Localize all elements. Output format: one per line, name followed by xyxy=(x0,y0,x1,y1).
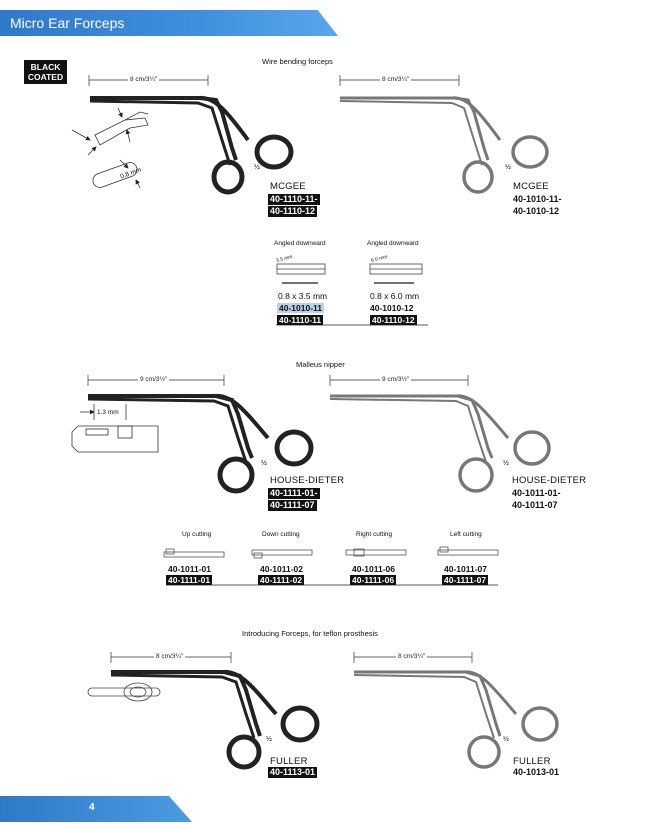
product-code-s3-right: 40-1013-01 xyxy=(513,767,560,777)
black-coated-badge: BLACK COATED xyxy=(24,60,67,84)
badge-line-2: COATED xyxy=(27,72,64,82)
tip-code-up-b: 40-1111-01 xyxy=(166,575,213,585)
measure-label-s1-right: 8 cm/3¼" xyxy=(380,76,412,83)
product-code-s1-right-1: 40-1010-11- xyxy=(513,194,562,204)
model-name-s1-right: MCGEE xyxy=(513,181,549,192)
measure-label-s1-left: 8 cm/3¼" xyxy=(128,76,160,83)
section-title-wire-bending: Wire bending forceps xyxy=(262,57,333,66)
half-mark-s1-left: ½ xyxy=(254,164,260,171)
product-code-s3-left: 40-1113-01 xyxy=(268,767,318,778)
tip-code-down-a: 40-1011-02 xyxy=(260,564,304,574)
tip-detail-nipper xyxy=(71,404,159,453)
house-dieter-forceps-silver xyxy=(329,394,551,493)
product-code-s2-right-1: 40-1011-01- xyxy=(512,488,561,498)
tip-code-right-a: 40-1011-06 xyxy=(352,564,396,574)
tip-caption-1: Angled downward xyxy=(274,240,326,247)
tip-code-left-a: 40-1011-07 xyxy=(444,564,488,574)
model-name-s2-left: HOUSE-DIETER xyxy=(270,475,345,486)
tip-caption-2: Angled downward xyxy=(367,240,419,247)
tip-detail-prosthesis xyxy=(87,682,161,702)
tip-code-left-b: 40-1111-07 xyxy=(442,575,489,585)
page-title: Micro Ear Forceps xyxy=(10,15,125,31)
half-mark-s2-left: ½ xyxy=(261,460,267,467)
model-name-s3-left: FULLER xyxy=(270,756,308,767)
model-name-s2-right: HOUSE-DIETER xyxy=(512,475,587,486)
half-mark-s3-right: ½ xyxy=(503,736,509,743)
tip-angled-35 xyxy=(276,263,326,284)
tip-size-2: 0.8 x 6.0 mm xyxy=(370,291,420,301)
mcgee-forceps-black xyxy=(89,95,294,195)
measure-label-s3-right: 8 cm/3¼" xyxy=(396,653,428,660)
tip-caption-right: Right cutting xyxy=(356,531,393,538)
badge-line-1: BLACK xyxy=(30,62,61,72)
product-code-s1-left-2: 40-1110-12 xyxy=(268,206,318,217)
tip-code-right-b: 40-1111-06 xyxy=(350,575,397,585)
section-title-malleus: Malleus nipper xyxy=(296,360,345,369)
measure-label-s3-left: 8 cm/3¼" xyxy=(154,653,186,660)
product-code-s2-left-2: 40-1111-07 xyxy=(268,500,317,511)
tip-right-cutting xyxy=(345,548,407,557)
tip-up-cutting xyxy=(163,548,225,558)
tip-left-cutting xyxy=(437,546,499,556)
mcgee-forceps-silver xyxy=(339,96,549,194)
tip-code-down-b: 40-1111-02 xyxy=(258,575,305,585)
tip-code-2a: 40-1010-12 xyxy=(370,303,414,313)
page-number: 4 xyxy=(89,802,95,813)
product-code-s2-right-2: 40-1011-07 xyxy=(512,500,558,510)
tip-code-1a: 40-1010-11 xyxy=(277,303,325,313)
tip-detail-wire xyxy=(71,107,149,189)
detail-dim-nipper: 1.3 mm xyxy=(97,409,119,416)
tip-code-1b: 40-1110-11 xyxy=(277,315,324,325)
half-mark-s1-right: ½ xyxy=(505,164,511,171)
measure-label-s2-right: 9 cm/3½" xyxy=(380,376,412,383)
product-code-s1-left-1: 40-1110-11- xyxy=(268,194,320,205)
fuller-forceps-black xyxy=(110,669,320,770)
tip-down-cutting xyxy=(251,549,313,559)
header-banner xyxy=(0,10,338,36)
tip-size-1: 0.8 x 3.5 mm xyxy=(278,291,328,301)
model-name-s3-right: FULLER xyxy=(513,756,551,767)
tip-caption-left: Left cutting xyxy=(450,531,482,538)
tip-caption-up: Up cutting xyxy=(182,531,212,538)
tip-code-up-a: 40-1011-01 xyxy=(168,564,212,574)
half-mark-s2-right: ½ xyxy=(503,460,509,467)
product-code-s2-left-1: 40-1111-01- xyxy=(268,488,320,499)
section-title-introducing: Introducing Forceps, for teflon prosthes… xyxy=(242,629,378,638)
measure-label-s2-left: 9 cm/3½" xyxy=(138,376,170,383)
tip-angled-60 xyxy=(369,263,423,284)
tip-caption-down: Down cutting xyxy=(262,531,300,538)
footer-bar xyxy=(0,796,192,822)
house-dieter-forceps-black xyxy=(87,393,314,494)
model-name-s1-left: MCGEE xyxy=(270,181,306,192)
fuller-forceps-silver xyxy=(353,670,559,769)
tip-code-2b: 40-1110-12 xyxy=(370,315,417,325)
product-code-s1-right-2: 40-1010-12 xyxy=(513,206,560,216)
half-mark-s3-left: ½ xyxy=(266,736,272,743)
